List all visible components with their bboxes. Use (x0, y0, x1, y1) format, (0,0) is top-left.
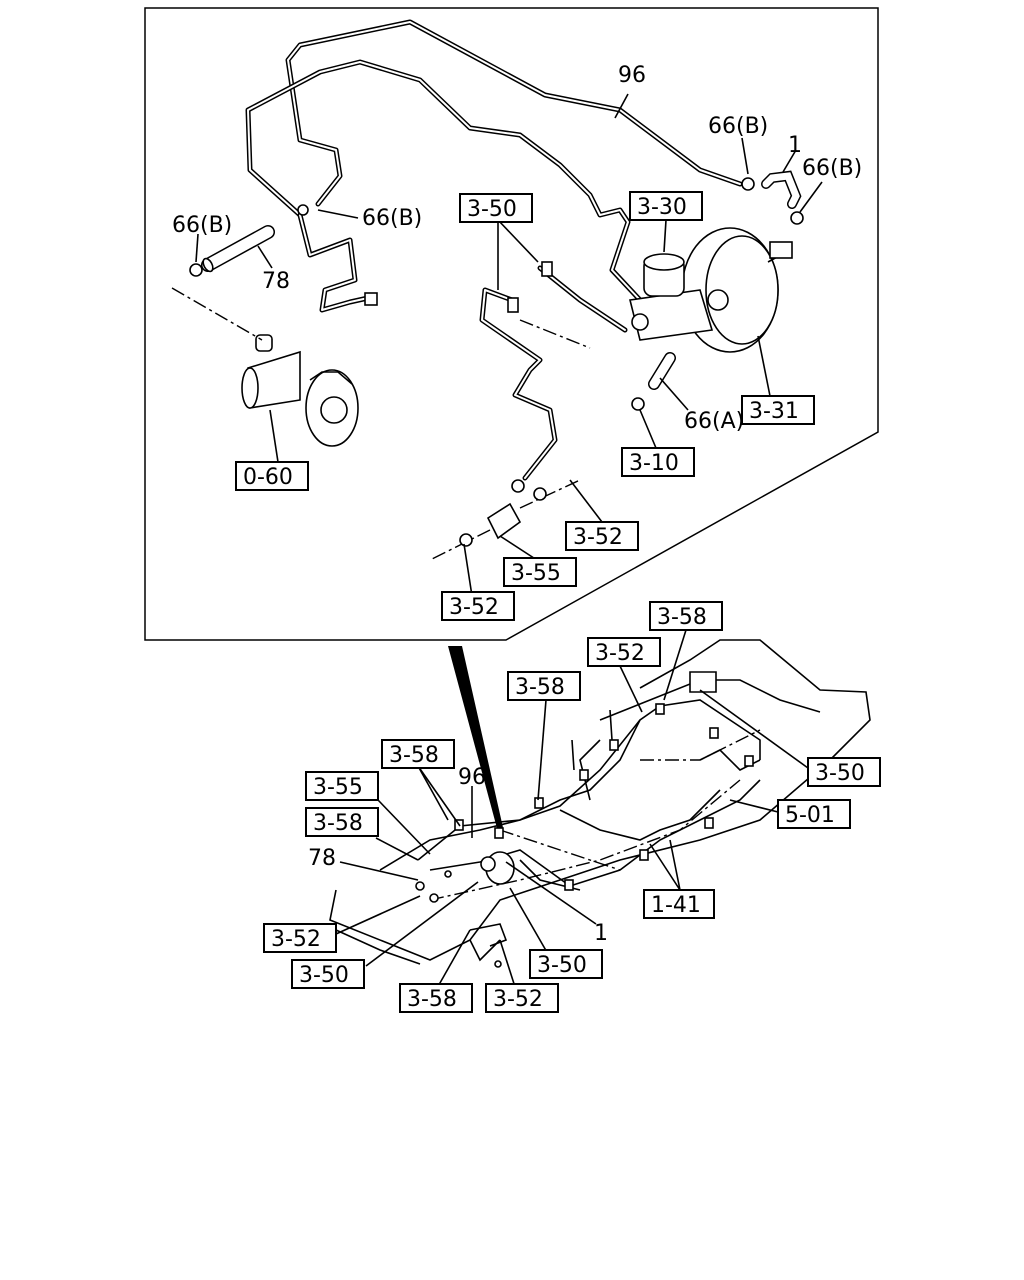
box-3-50-mid: 3-50 (537, 953, 587, 978)
leader-lines-upper (195, 93, 823, 597)
box-3-58-a: 3-58 (657, 605, 707, 630)
box-1-41: 1-41 (651, 893, 701, 918)
box-5-01: 5-01 (785, 803, 835, 828)
leader-lines-lower (335, 629, 809, 991)
label-96-lower: 96 (458, 765, 486, 790)
hose-66a (631, 352, 676, 411)
guide-line (171, 287, 263, 341)
box-3-55-b: 3-55 (313, 775, 363, 800)
box-3-58-c: 3-58 (389, 743, 439, 768)
detail-frame (144, 7, 879, 641)
box-3-31: 3-31 (749, 399, 799, 424)
box-3-55-a: 3-55 (511, 561, 561, 586)
master-cylinder (629, 253, 714, 341)
chassis-frame (329, 639, 871, 965)
box-3-52-e: 3-52 (493, 987, 543, 1012)
boxed-part-labels: 3-50 3-30 3-31 3-10 0-60 3-52 3-55 3-52 … (235, 191, 881, 1013)
box-3-52-b: 3-52 (449, 595, 499, 620)
label-78-lower: 78 (308, 846, 336, 871)
box-3-52-c: 3-52 (595, 641, 645, 666)
label-96-upper: 96 (618, 63, 646, 88)
chassis-booster (415, 851, 515, 968)
box-3-30: 3-30 (637, 195, 687, 220)
box-3-58-b: 3-58 (515, 675, 565, 700)
label-1-upper: 1 (788, 133, 802, 158)
clips-66b (189, 177, 804, 313)
label-66b-d: 66(B) (172, 213, 232, 238)
box-3-10: 3-10 (629, 451, 679, 476)
vacuum-pump (241, 334, 359, 447)
label-66b-c: 66(B) (362, 206, 422, 231)
label-66b-a: 66(B) (708, 114, 768, 139)
box-3-52-d: 3-52 (271, 927, 321, 952)
detail-pointer (448, 646, 504, 832)
label-78-upper: 78 (262, 269, 290, 294)
box-3-50-right: 3-50 (815, 761, 865, 786)
box-3-58-e: 3-58 (407, 987, 457, 1012)
brake-pipe-96 (245, 19, 743, 481)
label-1-lower: 1 (594, 921, 608, 946)
box-3-50-left: 3-50 (299, 963, 349, 988)
box-3-50-top: 3-50 (467, 197, 517, 222)
part-number-labels: 96 66(B) 1 66(B) 66(B) 66(B) 78 66(A) 96… (172, 63, 862, 946)
three-way-connector (429, 479, 581, 561)
box-3-58-d: 3-58 (313, 811, 363, 836)
box-3-52-a: 3-52 (573, 525, 623, 550)
hose-78 (201, 225, 275, 273)
box-0-60: 0-60 (243, 465, 293, 490)
label-66a: 66(A) (684, 409, 744, 434)
label-66b-b: 66(B) (802, 156, 862, 181)
